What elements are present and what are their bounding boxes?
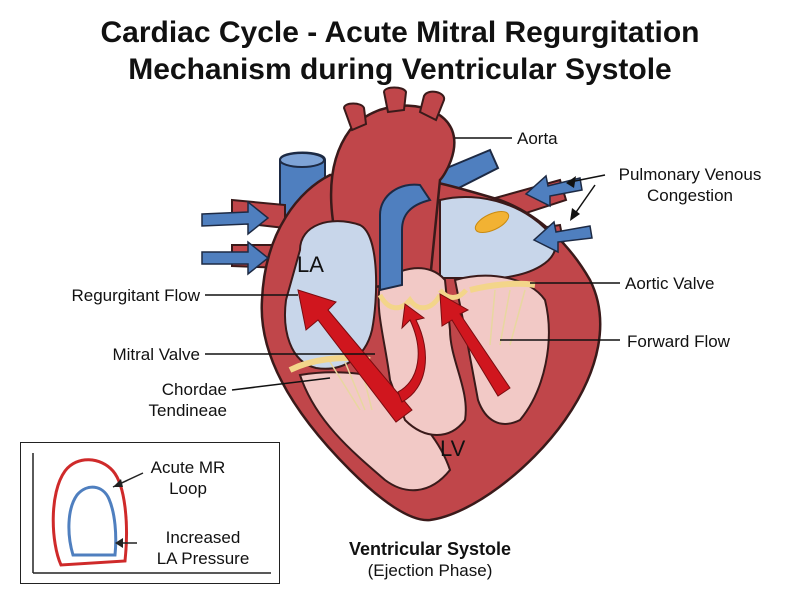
label-forward-flow: Forward Flow: [627, 332, 730, 351]
label-pulmonary-line1: Pulmonary Venous: [618, 165, 762, 184]
label-pulmonary-line2: Congestion: [646, 186, 733, 205]
label-increased-line2: LA Pressure: [156, 549, 250, 568]
chordae-tendineae: [329, 289, 526, 411]
leader-lines: [205, 137, 620, 391]
label-acute-mr-line2: Loop: [169, 479, 207, 498]
label-aorta: Aorta: [517, 129, 558, 148]
left-inflow-arrows: [201, 200, 270, 276]
label-chordae-line1: Chordae: [161, 380, 227, 399]
label-acute-mr-loop: Acute MR Loop: [133, 457, 243, 499]
label-la: LA: [297, 252, 324, 277]
regurgitant-flow-arrow: [297, 289, 413, 423]
label-chordae-tendineae: Chordae Tendineae: [20, 379, 227, 421]
phase-caption: Ventricular Systole (Ejection Phase): [330, 538, 530, 582]
left-atrium-chamber: [284, 220, 378, 370]
la-pressure-loop: [67, 485, 118, 557]
label-increased-line1: Increased: [165, 528, 241, 547]
acute-mr-loop: [51, 458, 128, 567]
flow-arrows: [297, 289, 511, 423]
caption-title: Ventricular Systole: [348, 539, 512, 559]
pv-loop-graphic: [32, 453, 271, 574]
label-aortic-valve: Aortic Valve: [625, 274, 715, 293]
label-regurgitant-flow: Regurgitant Flow: [71, 286, 200, 305]
diagram-title: Cardiac Cycle - Acute Mitral Regurgitati…: [0, 14, 800, 88]
title-line-2: Mechanism during Ventricular Systole: [128, 53, 672, 86]
valves: [288, 280, 536, 373]
label-increased-la-pressure: Increased LA Pressure: [133, 527, 273, 569]
curved-flow-arrow: [397, 303, 426, 403]
right-inflow-arrows: [524, 174, 593, 254]
label-lv: LV: [440, 436, 466, 461]
label-chordae-line2: Tendineae: [148, 401, 227, 420]
title-line-1: Cardiac Cycle - Acute Mitral Regurgitati…: [100, 16, 700, 49]
forward-flow-arrow: [439, 293, 511, 397]
pressure-volume-inset: Acute MR Loop Increased LA Pressure: [20, 442, 280, 584]
label-pulmonary-congestion: Pulmonary Venous Congestion: [600, 164, 780, 206]
caption-subtitle: (Ejection Phase): [367, 561, 493, 580]
label-mitral-valve: Mitral Valve: [112, 345, 200, 364]
label-acute-mr-line1: Acute MR: [150, 458, 226, 477]
